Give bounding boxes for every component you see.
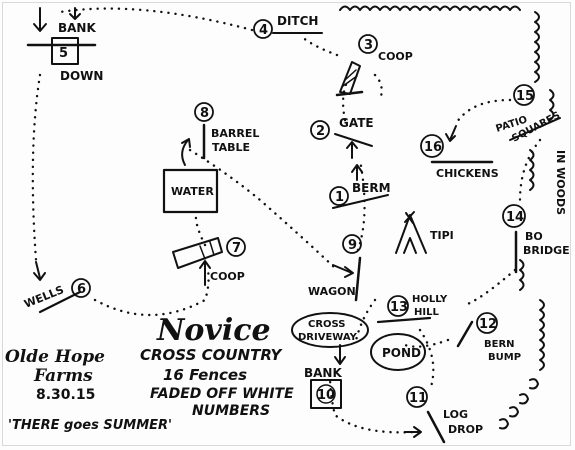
fence-9-label: WAGON (308, 285, 356, 298)
fence-12: 12 BERN BUMP (456, 312, 521, 363)
fence-6: WELLS 6 (22, 261, 91, 314)
fence-6-number: 6 (77, 282, 86, 297)
fence-9-number: 9 (348, 238, 357, 253)
fence-8-label-top: BARREL (211, 127, 259, 140)
fence-9: 9 WAGON (308, 234, 362, 302)
in-woods-label: IN WOODS (554, 150, 567, 215)
fence-3: 3 COOP (335, 34, 413, 97)
fence-5-label-bottom: DOWN (60, 69, 103, 83)
fence-5-label-top: BANK (58, 21, 96, 35)
tree-line-right (499, 149, 545, 430)
fence-5-number: 5 (59, 46, 68, 61)
fence-11-label-bottom: DROP (448, 423, 483, 436)
fence-11-number: 11 (409, 391, 427, 406)
fence-16-label: CHICKENS (436, 167, 499, 180)
fence-10-number: 10 (317, 388, 335, 403)
fence-1: 1 BERM (329, 164, 391, 209)
tipi: TIPI (395, 211, 454, 254)
fence-12-label-bottom: BUMP (488, 352, 521, 363)
fence-2: 2 GATE (310, 116, 374, 159)
fence-8-label-bottom: TABLE (212, 141, 250, 154)
fence-8-number: 8 (200, 106, 209, 121)
fence-14-label-bottom: BRIDGE (523, 244, 570, 257)
farm-date: 8.30.15 (36, 387, 95, 403)
title-line-4: FADED OFF WHITE (150, 386, 294, 402)
fence-11-label-top: LOG (443, 408, 468, 421)
fence-14-label-top: BO (525, 230, 543, 243)
cross-driveway-label-top: CROSS (308, 319, 346, 330)
fence-2-number: 2 (316, 124, 325, 139)
pond-label: POND (382, 346, 421, 360)
fence-13-label-bottom: HILL (414, 307, 439, 318)
cross-driveway-label-bottom: DRIVEWAY (298, 332, 358, 343)
fence-13: 13 HOLLY HILL (376, 294, 448, 324)
fence-12-label-top: BERN (484, 339, 515, 350)
fence-16: 16 CHICKENS (420, 125, 499, 180)
farm-name-line2: Farms (33, 366, 93, 386)
fence-1-number: 1 (335, 190, 344, 205)
fence-13-label-top: HOLLY (412, 294, 448, 305)
fence-1-label: BERM (352, 181, 391, 195)
fence-10-label: BANK (304, 366, 342, 380)
fence-3-number: 3 (364, 38, 373, 53)
fence-5: 5 BANK DOWN (26, 21, 103, 83)
water: WATER (162, 168, 219, 214)
fence-6-label: WELLS (22, 283, 66, 311)
fence-16-number: 16 (424, 140, 442, 155)
fence-10: BANK 10 (304, 366, 342, 409)
fence-15: 15 PATIO SQUARES (495, 84, 562, 145)
fence-7-number: 7 (232, 241, 241, 256)
pond: POND (370, 333, 426, 371)
fence-3-label: COOP (378, 50, 413, 63)
fence-2-label: GATE (339, 116, 374, 130)
fence-12-number: 12 (479, 317, 497, 332)
fence-15-number: 15 (516, 89, 534, 104)
tipi-label: TIPI (430, 229, 454, 242)
farm-info: Olde Hope Farms 8.30.15 (5, 347, 105, 403)
course-path (31, 7, 542, 434)
title-line-5: NUMBERS (192, 403, 270, 419)
course-title: Novice CROSS COUNTRY 16 Fences FADED OFF… (140, 313, 294, 419)
fence-7: 7 COOP (172, 237, 246, 286)
title-line-2: CROSS COUNTRY (140, 346, 284, 364)
fence-4-label: DITCH (277, 14, 318, 28)
fence-7-label: COOP (210, 270, 245, 283)
fence-4-number: 4 (259, 23, 268, 38)
tree-line-top (339, 5, 555, 121)
fence-8: 8 BARREL TABLE (181, 102, 259, 166)
title-line-3: 16 Fences (163, 366, 247, 384)
water-label: WATER (171, 185, 214, 198)
quote: 'THERE goes SUMMER' (8, 418, 172, 433)
fence-13-number: 13 (390, 300, 408, 315)
start-arrows (33, 7, 81, 32)
farm-name-line1: Olde Hope (5, 347, 105, 367)
fence-11: 11 LOG DROP (404, 386, 483, 444)
cross-driveway: CROSS DRIVEWAY (291, 312, 369, 365)
fence-14-number: 14 (506, 210, 524, 225)
title-main: Novice (156, 313, 271, 348)
fence-14: 14 BO BRIDGE (502, 204, 570, 274)
fence-4: 4 DITCH (253, 14, 323, 39)
